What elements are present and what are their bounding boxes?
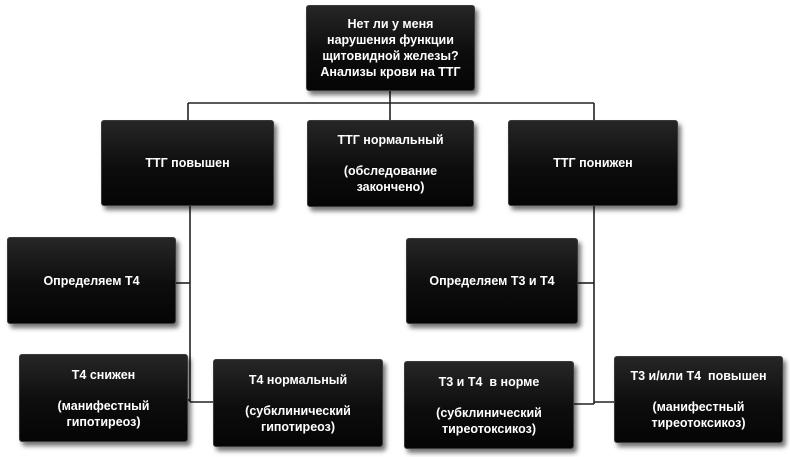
t4-normal-note-1: (субклинический <box>245 403 351 418</box>
t3-t4-normal-box: Т3 и Т4 в норме (субклинический тиреоток… <box>404 361 574 449</box>
determine-t3-t4-box: Определяем Т3 и Т4 <box>406 238 578 324</box>
tsh-low-box: ТТГ понижен <box>508 120 678 206</box>
t4-low-note-1: (манифестный <box>57 398 150 413</box>
root-line-4: Анализы крови на ТТГ <box>320 65 461 79</box>
determine-t4-label: Определяем Т4 <box>43 273 140 288</box>
t3-t4-normal-title: Т3 и Т4 в норме <box>438 374 540 389</box>
t3-t4-normal-note-1: (субклинический <box>436 405 542 420</box>
tsh-normal-note-1: (обследование <box>343 164 438 178</box>
t3-t4-high-title: Т3 и/или Т4 повышен <box>630 369 767 383</box>
tsh-low-label: ТТГ понижен <box>553 156 633 170</box>
t4-low-note-2: гипотиреоз) <box>66 414 141 429</box>
t4-low-box: Т4 снижен (манифестный гипотиреоз) <box>19 354 188 442</box>
t4-normal-note-2: гипотиреоз) <box>260 419 335 434</box>
tsh-normal-title: ТТГ нормальный <box>337 133 444 147</box>
root-line-2: нарушения функции <box>327 33 454 47</box>
t4-low-title: Т4 снижен <box>71 367 136 382</box>
t3-t4-high-note-1: (манифестный <box>652 400 745 414</box>
root-line-3: щитовидной железы? <box>322 49 459 63</box>
t4-normal-title: Т4 нормальный <box>248 372 348 387</box>
t3-t4-normal-note-2: тиреотоксикоз) <box>442 421 536 436</box>
root-line-1: Нет ли у меня <box>347 17 434 31</box>
tsh-high-label: ТТГ повышен <box>145 156 230 170</box>
root-question-box: Нет ли у меня нарушения функции щитовидн… <box>306 5 475 91</box>
determine-t4-box: Определяем Т4 <box>7 237 176 324</box>
tsh-high-box: ТТГ повышен <box>101 120 274 206</box>
t3-t4-high-note-2: тиреотоксикоз) <box>651 416 746 430</box>
t3-t4-high-box: Т3 и/или Т4 повышен (манифестный тиреото… <box>614 356 783 443</box>
tsh-normal-note-2: закончено) <box>356 180 425 194</box>
determine-t3-t4-label: Определяем Т3 и Т4 <box>429 274 555 288</box>
t4-normal-box: Т4 нормальный (субклинический гипотиреоз… <box>213 359 383 447</box>
tsh-normal-box: ТТГ нормальный (обследование закончено) <box>307 120 474 207</box>
